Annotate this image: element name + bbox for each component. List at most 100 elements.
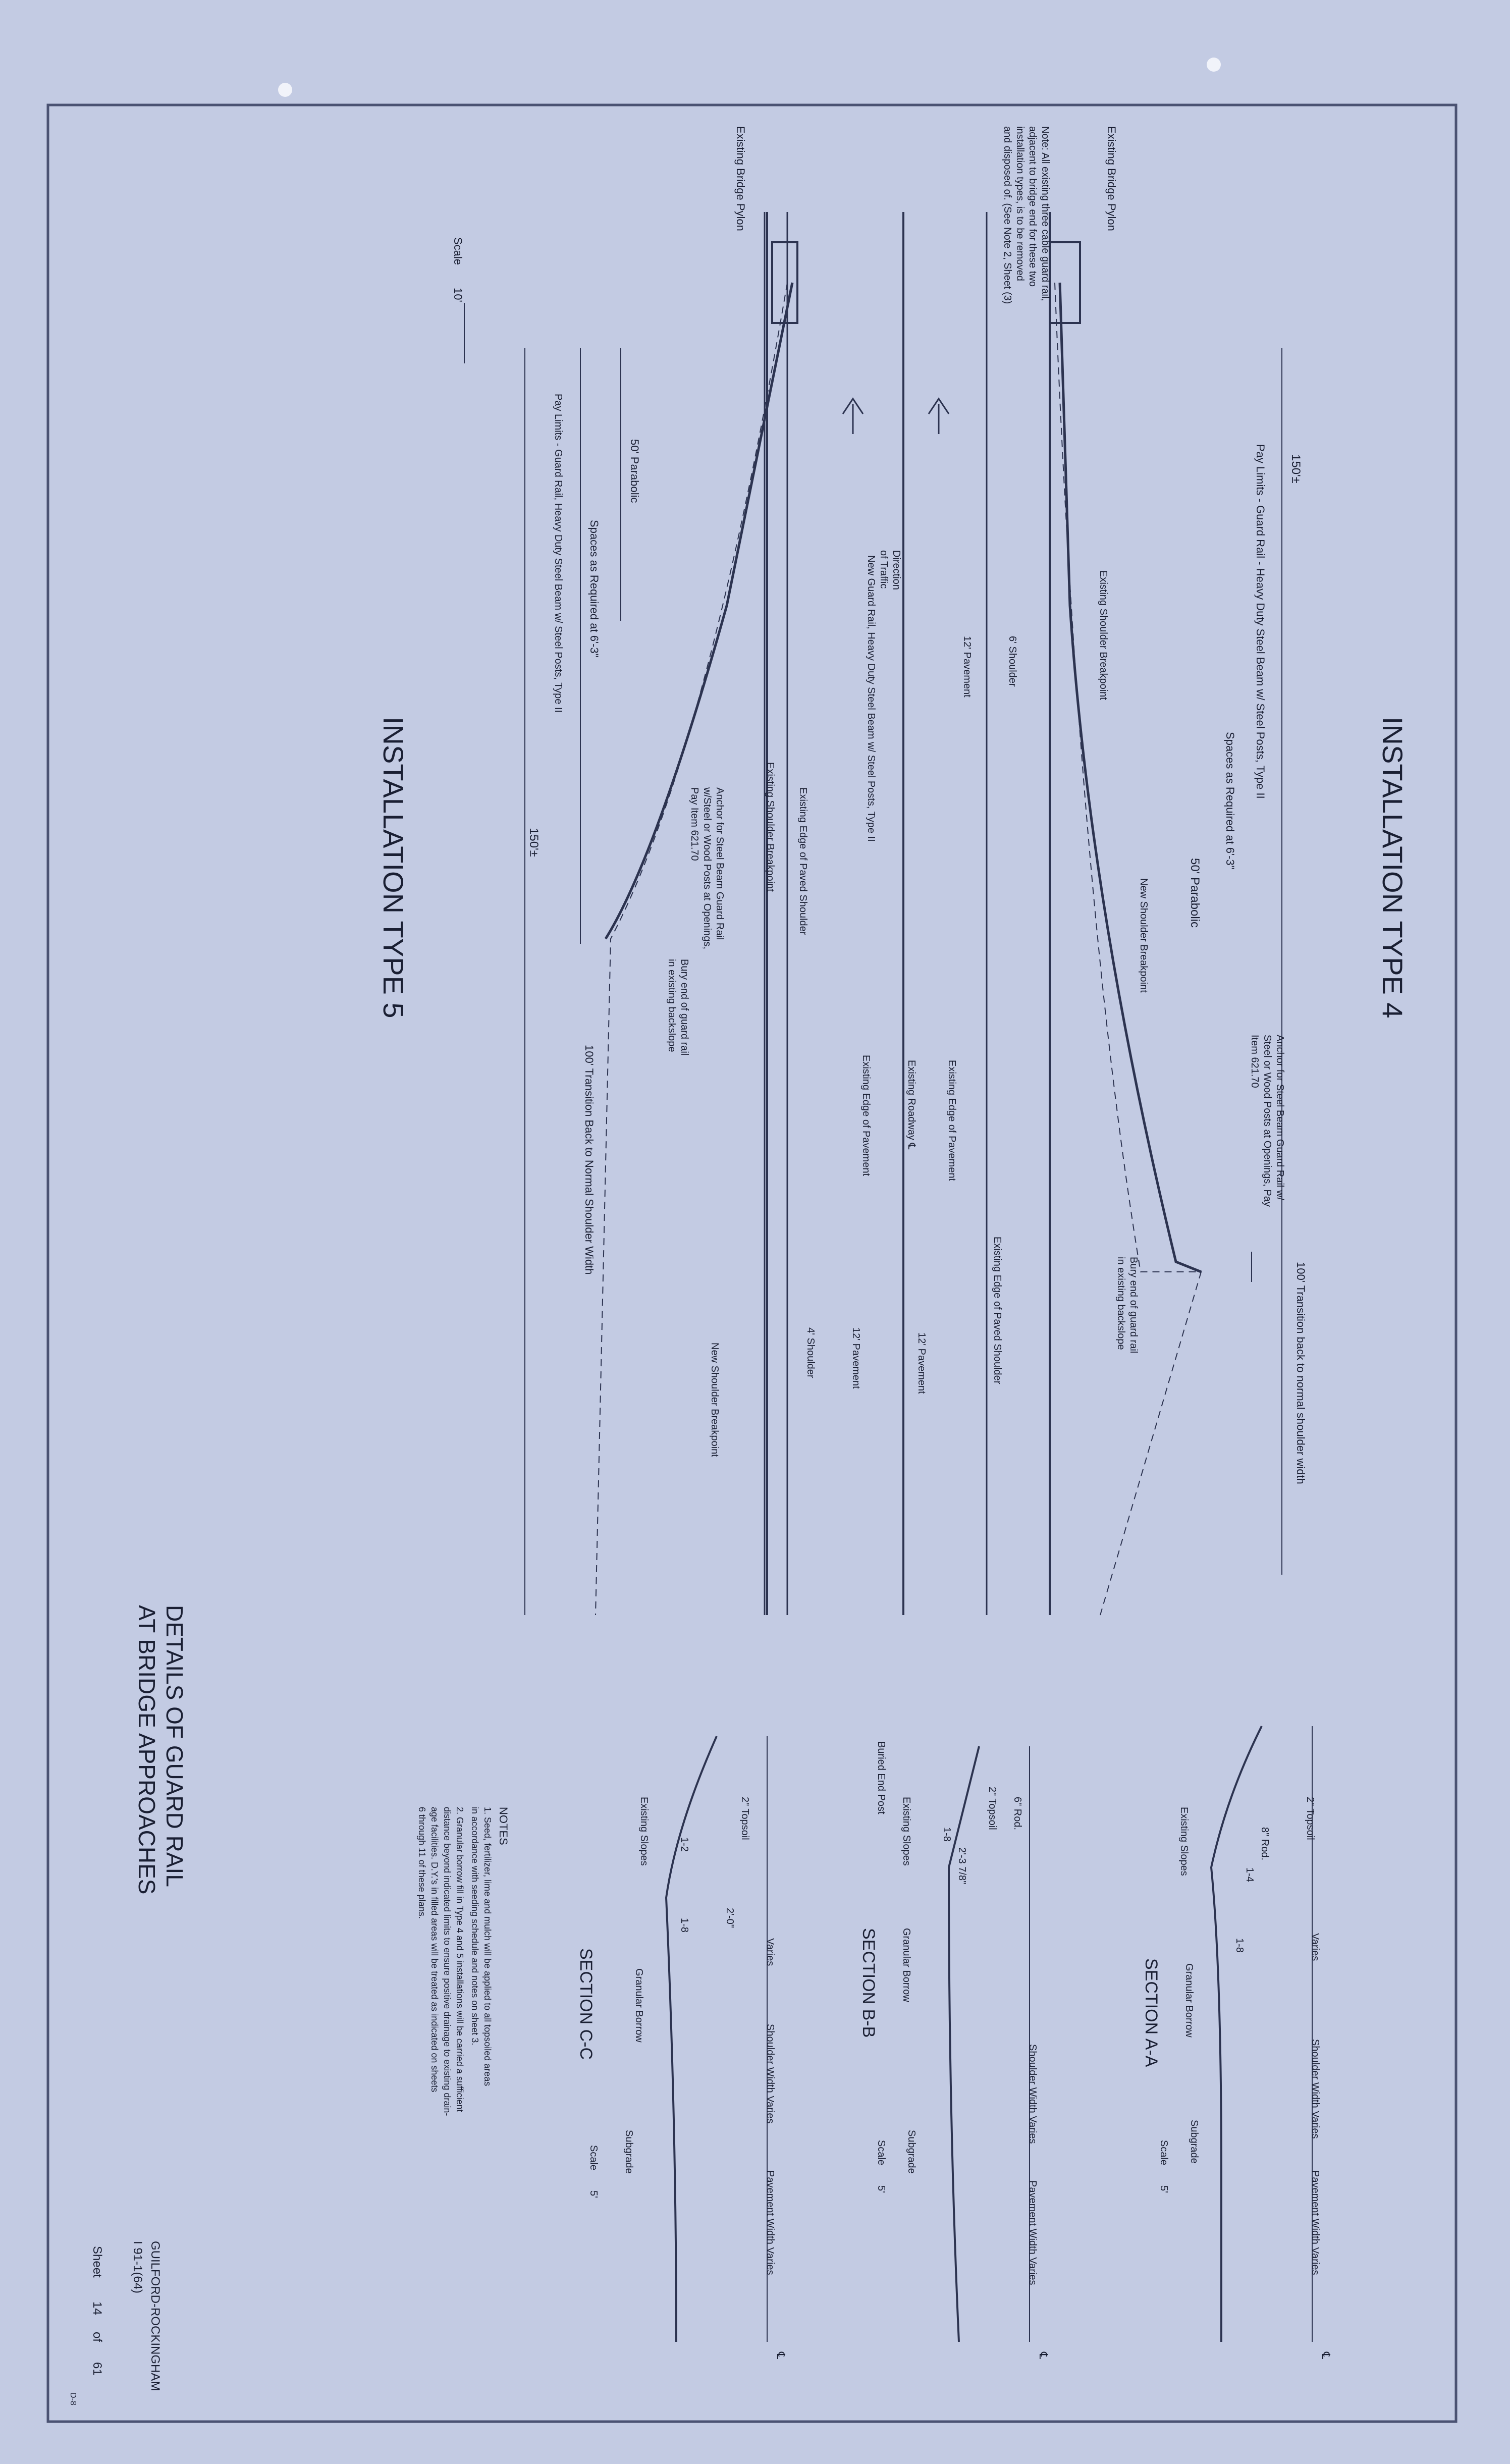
section-bb-scale: Scale — [876, 2140, 887, 2165]
type5-heading: INSTALLATION TYPE 5 — [378, 717, 409, 1019]
section-bb-subgrade: Subgrade — [906, 2130, 917, 2174]
section-cc-existing-slopes: Existing Slopes — [638, 1797, 650, 1866]
corner-code: D-8 — [69, 2392, 77, 2405]
section-cc-topsoil: 2" Topsoil — [739, 1797, 750, 1840]
type5-pavement: 12' Pavement — [850, 1327, 861, 1389]
section-aa-subgrade: Subgrade — [1189, 2120, 1200, 2164]
bridge-pylon — [1049, 241, 1081, 324]
note-line: in accordance with seeding schedule and … — [470, 1807, 480, 2045]
section-cc-scale: Scale — [588, 2145, 599, 2170]
section-cc-granular: Granular Borrow — [633, 1968, 644, 2043]
type4-edge-paved-shoulder: Existing Edge of Paved Shoulder — [992, 1237, 1003, 1384]
type4-dim-50: 50' Parabolic — [1188, 858, 1202, 928]
type5-pay-limits: Pay Limits - Guard Rail, Heavy Duty Stee… — [553, 394, 564, 713]
note-line: 6 through 11 of these plans. — [417, 1807, 427, 1919]
section-aa-pavement: Pavement Width Varies — [1310, 2170, 1321, 2275]
notes-block: NOTES 1. Seed, fertilizer, lime and mulc… — [417, 1807, 510, 2116]
section-cc-varies: Varies — [765, 1938, 776, 1966]
type4-transition: 100' Transition back to normal shoulder … — [1295, 1262, 1307, 1484]
type4-bury-note: Bury end of guard rail — [1128, 1257, 1139, 1353]
project-number: I 91-1(64) — [131, 2241, 144, 2293]
type5-transition: 100' Transition Back to Normal Shoulder … — [583, 1045, 596, 1274]
type5-scale: Scale — [452, 237, 464, 265]
new-breakpoint-line — [1054, 282, 1202, 1616]
type5-spaces-req: Spaces as Required at 6'-3" — [588, 520, 601, 658]
type5-anchor-note: Anchor for Steel Beam Guard Rail — [714, 787, 725, 940]
type5-note: adjacent to bridge end for these two — [1027, 126, 1038, 287]
type5-pylon-label: Existing Bridge Pylon — [734, 126, 747, 231]
type4-shoulder: 6' Shoulder — [1007, 636, 1018, 687]
installation-type4-plan — [766, 212, 1282, 1616]
type4-anchor-note: Item 621.70 — [1249, 1035, 1260, 1088]
sheet-total: 61 — [90, 2362, 104, 2376]
section-aa-scale-len: 5' — [1158, 2185, 1169, 2193]
type4-spaces-req: Spaces as Required at 6'-3" — [1224, 732, 1236, 870]
direction-label: of Traffic — [878, 550, 889, 588]
section-aa-cl: ℄ — [1320, 2351, 1332, 2360]
punch-hole — [1207, 58, 1221, 72]
section-aa-profile — [1210, 1726, 1263, 2342]
new-breakpoint-line — [595, 282, 788, 1616]
section-cc-dim: 2'-0" — [724, 1908, 735, 1928]
note-line: distance beyond indicated limits to ensu… — [442, 1807, 452, 2116]
type5-note: and disposed of. (See Note 2, Sheet (3) — [1002, 126, 1013, 304]
sheet-of: of — [90, 2332, 104, 2342]
section-aa-scale: Scale — [1158, 2140, 1169, 2165]
type4-roadway-cl: Existing Roadway ℄ — [906, 1060, 917, 1150]
installation-type5-text: INSTALLATION TYPE 5 Note: All existing t… — [378, 126, 1051, 1457]
type5-shoulder: 4' Shoulder — [805, 1327, 816, 1378]
note-line: 1. Seed, fertilizer, lime and mulch will… — [482, 1807, 493, 2086]
section-bb-existing-slopes: Existing Slopes — [901, 1797, 912, 1866]
type4-new-breakpoint: New Shoulder Breakpoint — [1138, 878, 1149, 993]
type5-bury-note: in existing backslope — [666, 959, 677, 1052]
type4-pavement: 12' Pavement — [916, 1332, 927, 1394]
type4-pay-limits: Pay Limits - Guard Rail - Heavy Duty Ste… — [1254, 444, 1267, 799]
sheet-label: Sheet — [90, 2246, 104, 2278]
section-aa-slope: 1-8 — [1234, 1938, 1245, 1953]
traffic-arrow — [842, 397, 864, 434]
section-cc-subgrade: Subgrade — [623, 2130, 634, 2174]
sections-drawings — [665, 1726, 1313, 2342]
direction-label: Direction — [891, 550, 902, 590]
section-bb-scale-len: 5' — [876, 2185, 887, 2193]
notes-heading: NOTES — [497, 1807, 510, 1845]
section-aa-title: SECTION A-A — [1142, 1958, 1161, 2067]
sheet-number: 14 — [90, 2301, 104, 2315]
project-name: GUILFORD-ROCKINGHAM — [148, 2241, 162, 2391]
section-cc-slope: 1-2 — [679, 1837, 690, 1852]
section-aa-slope: 1-4 — [1244, 1867, 1255, 1882]
bridge-pylon — [771, 241, 798, 324]
type5-edge-pavement: Existing Edge of Pavement — [860, 1055, 872, 1176]
type4-anchor-note: Steel or Wood Posts at Openings, Pay — [1262, 1035, 1273, 1207]
type5-existing-breakpoint: Existing Shoulder Breakpoint — [765, 762, 776, 892]
section-bb-shoulder: Shoulder Width Varies — [1027, 2044, 1038, 2144]
type4-bury-note: in existing backslope — [1115, 1257, 1126, 1350]
section-bb-dim: 2'-3 7/8" — [956, 1847, 967, 1884]
section-aa-rod: 8" Rod. — [1259, 1827, 1270, 1860]
section-aa-existing-slopes: Existing Slopes — [1178, 1807, 1190, 1876]
title-block: DETAILS OF GUARD RAIL AT BRIDGE APPROACH… — [69, 1605, 188, 2405]
installation-type5-plan — [464, 212, 950, 1616]
type4-pavement: 12' Pavement — [961, 636, 973, 698]
section-bb-granular: Granular Borrow — [901, 1928, 912, 2002]
type5-scale-len: 10' — [452, 288, 464, 302]
sections-text: SECTION A-A 2" Topsoil 8" Rod. 1-4 1-8 E… — [576, 1741, 1332, 2360]
section-cc-cl: ℄ — [775, 2351, 787, 2360]
type5-note: Note: All existing three cable guard rai… — [1040, 126, 1051, 301]
section-cc-scale-len: 5' — [588, 2190, 599, 2198]
drawing-title: AT BRIDGE APPROACHES — [134, 1605, 160, 1894]
section-cc-slope: 1-8 — [679, 1918, 690, 1933]
section-aa-varies: Varies — [1310, 1933, 1321, 1961]
type5-dim-50: 50' Parabolic — [628, 439, 641, 503]
guard-rail-type5 — [604, 282, 794, 940]
section-cc-shoulder: Shoulder Width Varies — [765, 2024, 776, 2124]
guard-rail-type4 — [1058, 282, 1202, 1273]
section-aa-topsoil: 2" Topsoil — [1305, 1797, 1316, 1840]
type5-dim-150: 150'± — [527, 828, 541, 857]
sheet-border — [46, 103, 1458, 2423]
type5-new-breakpoint: New Shoulder Breakpoint — [709, 1343, 720, 1457]
installation-type4-text: INSTALLATION TYPE 4 Existing Bridge Pylo… — [906, 126, 1409, 1484]
section-cc-title: SECTION C-C — [576, 1948, 596, 2060]
